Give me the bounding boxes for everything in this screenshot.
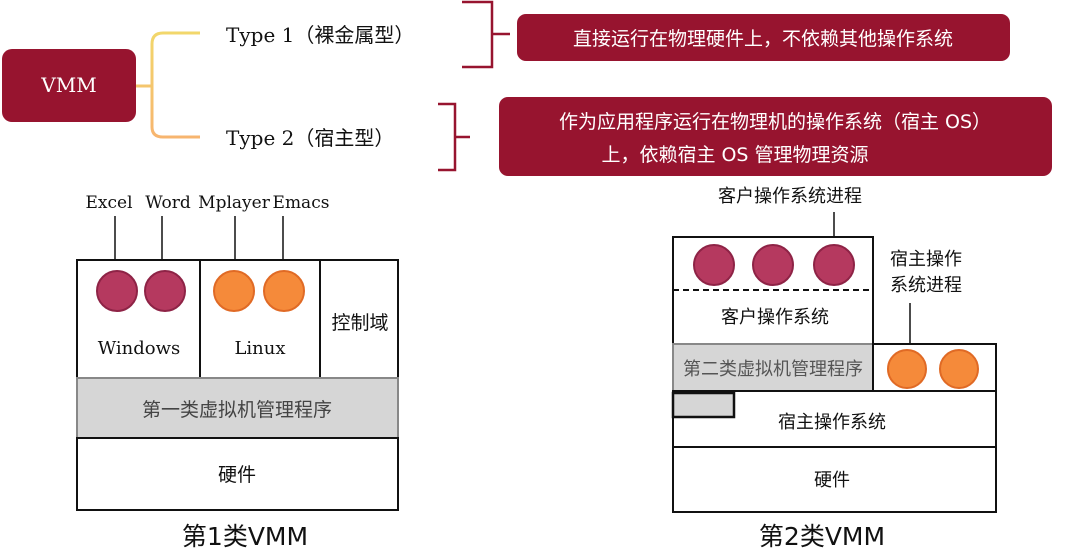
host-os-label: 宿主操作系统 [778, 412, 886, 433]
guest-os-label: 客户操作系统 [721, 307, 829, 328]
type1-caption: 第1类VMM [182, 522, 308, 551]
type1-description-box [517, 14, 1010, 61]
process-circle [96, 270, 138, 312]
mindmap-connector [136, 31, 200, 139]
type2-vmm-diagram: 客户操作系统进程 客户操作系统 宿主操作 系统进程 第二类虚拟机管理程序 宿主操… [671, 186, 997, 551]
windows-label: Windows [98, 338, 181, 359]
type1-description: 直接运行在物理硬件上，不依赖其他操作系统 [573, 28, 953, 50]
vmm-root-node [2, 49, 136, 122]
control-domain-label: 控制域 [331, 312, 388, 334]
type1-vmm-diagram: Excel Word Mplayer Emacs Windows Linux 控… [76, 193, 399, 551]
process-circle [144, 270, 186, 312]
type2-hypervisor [672, 343, 874, 392]
type1-hardware-label: 硬件 [218, 464, 256, 486]
guest-processes-label: 客户操作系统进程 [718, 186, 862, 207]
hypervisor-kernel-module [671, 391, 736, 419]
app-label-emacs: Emacs [273, 193, 330, 213]
linux-label: Linux [234, 338, 285, 359]
windows-vm [76, 259, 201, 379]
process-circle [752, 244, 794, 286]
process-circle [813, 244, 855, 286]
app-label-excel: Excel [85, 193, 132, 213]
type2-description-box [499, 97, 1052, 176]
host-processes-label-line2: 系统进程 [890, 275, 962, 296]
app-label-mplayer: Mplayer [198, 193, 271, 213]
type2-hardware-label: 硬件 [814, 470, 850, 491]
type2-bracket [438, 102, 470, 172]
type2-label: Type 2（宿主型） [226, 126, 394, 150]
process-circle [887, 349, 927, 389]
type2-description-line1: 作为应用程序运行在物理机的操作系统（宿主 OS） [559, 111, 991, 133]
process-circle [263, 270, 305, 312]
type2-hardware [672, 446, 997, 513]
type2-description-line2: 上，依赖宿主 OS 管理物理资源 [601, 144, 868, 166]
type1-label: Type 1（裸金属型） [226, 23, 414, 47]
host-processes-label-line1: 宿主操作 [890, 249, 962, 270]
app-label-word: Word [145, 193, 191, 213]
type1-hardware [76, 437, 399, 511]
type2-caption: 第2类VMM [759, 522, 885, 551]
process-circle [939, 349, 979, 389]
mindmap: VMM Type 1（裸金属型） Type 2（宿主型） 直接运行在物理硬件上，… [2, 0, 1052, 176]
process-circle [693, 244, 735, 286]
type1-hypervisor-label: 第一类虚拟机管理程序 [142, 399, 332, 421]
type2-hypervisor-label: 第二类虚拟机管理程序 [683, 359, 863, 380]
process-circle [213, 270, 255, 312]
type1-bracket [462, 0, 510, 69]
vmm-root-label: VMM [40, 73, 96, 97]
